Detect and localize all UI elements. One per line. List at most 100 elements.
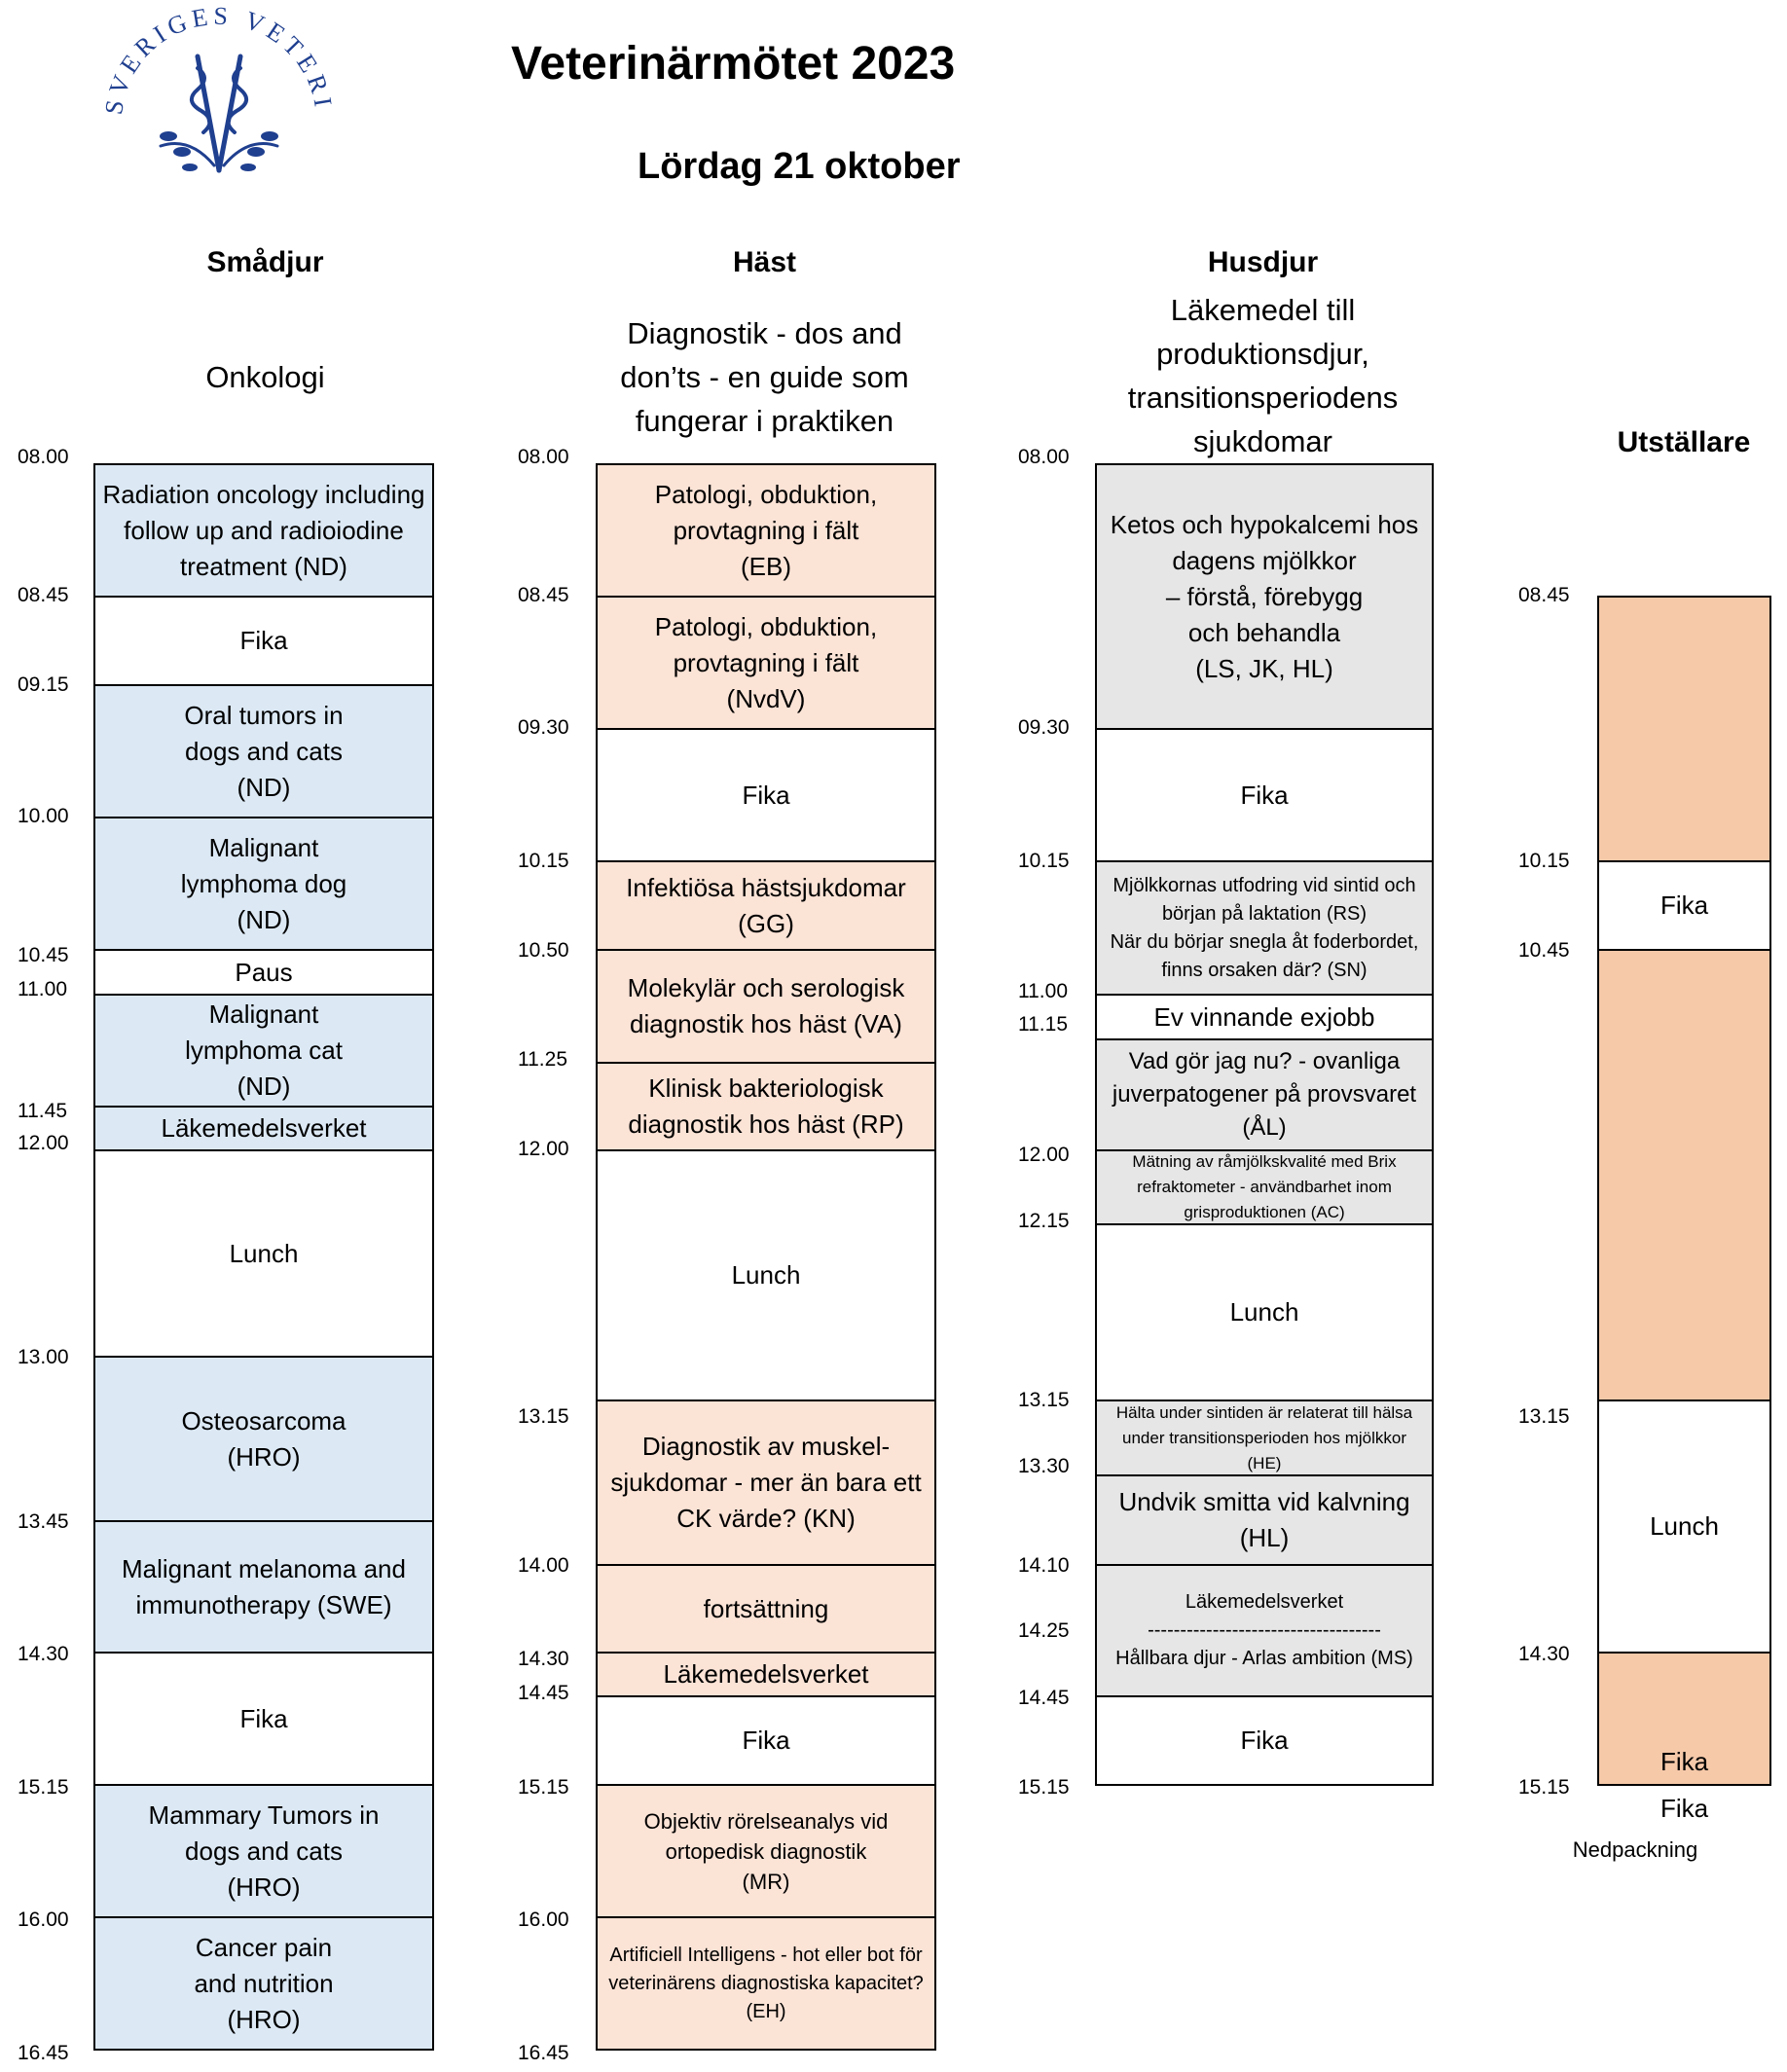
time-label: 13.15: [518, 1405, 569, 1428]
session-block: Malignant lymphoma cat (ND): [93, 994, 434, 1108]
time-label: 11.15: [1018, 1013, 1068, 1036]
time-label: 12.15: [1018, 1210, 1070, 1232]
time-label: 15.15: [1018, 1776, 1070, 1799]
time-label: 10.45: [1518, 939, 1570, 962]
session-block: Lunch: [1095, 1223, 1434, 1401]
time-label: 10.15: [1518, 850, 1570, 872]
session-block: Lunch: [93, 1149, 434, 1358]
time-label: 13.15: [1518, 1405, 1570, 1428]
session-block: Fika: [1597, 1652, 1771, 1786]
time-label: 16.45: [18, 2042, 69, 2064]
col-head-smadjur: Smådjur: [206, 246, 324, 278]
session-block: Infektiösa hästsjukdomar (GG): [596, 860, 936, 951]
session-block: Artificiell Intelligens - hot eller bot …: [596, 1916, 936, 2051]
time-label: 11.00: [1018, 980, 1068, 1002]
svg-text:SVERIGES VETERINÄR FÖRBUND: SVERIGES VETERINÄR FÖRBUND: [92, 0, 338, 117]
time-label: 09.30: [1018, 716, 1070, 739]
col-head-utstallare: Utställare: [1617, 426, 1751, 458]
time-label: 14.45: [1018, 1687, 1070, 1709]
col-topic-husdjur: Läkemedel till produktionsdjur, transiti…: [1127, 293, 1399, 458]
time-label: 14.30: [18, 1643, 69, 1665]
session-block: Fika: [93, 1652, 434, 1786]
session-block: Undvik smitta vid kalvning (HL): [1095, 1474, 1434, 1566]
time-label: 11.00: [18, 978, 67, 1000]
session-block: Oral tumors in dogs and cats (ND): [93, 684, 434, 818]
time-label: 11.25: [518, 1048, 567, 1071]
time-label: 08.45: [518, 584, 569, 606]
time-label: 13.30: [1018, 1455, 1070, 1477]
session-block: Lunch: [1597, 1400, 1771, 1654]
time-label: 16.00: [518, 1908, 569, 1931]
time-label: 08.00: [18, 446, 69, 468]
time-label: 10.15: [1018, 850, 1070, 872]
session-block: [1597, 949, 1771, 1401]
session-block: Fika: [596, 728, 936, 862]
session-block: Mammary Tumors in dogs and cats (HRO): [93, 1784, 434, 1918]
session-block: Läkemedelsverket: [93, 1106, 434, 1151]
session-block: Ev vinnande exjobb: [1095, 994, 1434, 1040]
time-label: 15.15: [1518, 1776, 1570, 1799]
time-label: 14.30: [518, 1648, 569, 1670]
time-label: 10.45: [18, 944, 69, 966]
session-block: [1597, 596, 1771, 862]
time-label: 09.15: [18, 673, 69, 696]
session-block: Radiation oncology including follow up a…: [93, 463, 434, 598]
time-label: 08.45: [1518, 584, 1570, 606]
time-label: 10.50: [518, 939, 569, 962]
col-head-hast: Häst: [732, 246, 797, 278]
session-block: Patologi, obduktion, provtagning i fält …: [596, 463, 936, 598]
session-block: Ketos och hypokalcemi hos dagens mjölkko…: [1095, 463, 1434, 730]
session-block: Malignant lymphoma dog (ND): [93, 817, 434, 951]
utstallare-fika-label: Fika: [1659, 1794, 1709, 1823]
time-label: 13.00: [18, 1346, 69, 1368]
session-block: Fika: [93, 596, 434, 686]
session-block: Fika: [1095, 728, 1434, 862]
time-label: 12.00: [518, 1138, 569, 1160]
session-block: fortsättning: [596, 1564, 936, 1654]
time-label: 14.25: [1018, 1619, 1070, 1642]
time-label: 15.15: [18, 1776, 69, 1799]
session-block: Vad gör jag nu? - ovanliga juverpatogene…: [1095, 1038, 1434, 1151]
time-label: 09.30: [518, 716, 569, 739]
session-block: Patologi, obduktion, provtagning i fält …: [596, 596, 936, 730]
session-block: Paus: [93, 949, 434, 996]
session-block: Läkemedelsverket -----------------------…: [1095, 1564, 1434, 1697]
session-block: Diagnostik av muskel- sjukdomar - mer än…: [596, 1400, 936, 1566]
session-block: Läkemedelsverket: [596, 1652, 936, 1697]
page-title: Veterinärmötet 2023: [511, 38, 956, 90]
col-topic-smadjur: Onkologi: [205, 360, 325, 394]
session-block: Mjölkkornas utfodring vid sintid och bör…: [1095, 860, 1434, 996]
time-label: 13.45: [18, 1510, 69, 1533]
time-label: 11.45: [18, 1100, 67, 1122]
time-label: 10.15: [518, 850, 569, 872]
session-block: Fika: [596, 1695, 936, 1786]
session-block: Molekylär och serologisk diagnostik hos …: [596, 949, 936, 1064]
time-label: 12.00: [1018, 1144, 1070, 1166]
col-head-husdjur: Husdjur: [1207, 246, 1319, 278]
time-label: 14.00: [518, 1554, 569, 1577]
session-block: Osteosarcoma (HRO): [93, 1356, 434, 1522]
session-block: Hälta under sintiden är relaterat till h…: [1095, 1400, 1434, 1476]
session-block: Malignant melanoma and immunotherapy (SW…: [93, 1520, 434, 1654]
time-label: 16.00: [18, 1908, 69, 1931]
time-label: 14.10: [1018, 1554, 1070, 1577]
session-block: Klinisk bakteriologisk diagnostik hos hä…: [596, 1062, 936, 1151]
time-label: 12.00: [18, 1132, 69, 1154]
time-label: 14.30: [1518, 1643, 1570, 1665]
session-block: Fika: [1095, 1695, 1434, 1786]
time-label: 13.15: [1018, 1389, 1070, 1411]
session-block: Fika: [1597, 860, 1771, 951]
time-label: 15.15: [518, 1776, 569, 1799]
time-label: 08.00: [1018, 446, 1070, 468]
logo: SVERIGES VETERINÄR FÖRBUND: [92, 0, 338, 173]
time-label: 08.00: [518, 446, 569, 468]
time-label: 10.00: [18, 805, 69, 827]
session-block: Objektiv rörelseanalys vid ortopedisk di…: [596, 1784, 936, 1918]
time-label: 16.45: [518, 2042, 569, 2064]
session-block: Lunch: [596, 1149, 936, 1401]
nedpackning-label: Nedpackning: [1572, 1837, 1698, 1862]
date-title: Lördag 21 oktober: [638, 146, 961, 187]
session-block: Mätning av råmjölkskvalité med Brix refr…: [1095, 1149, 1434, 1225]
session-block: Cancer pain and nutrition (HRO): [93, 1916, 434, 2051]
col-topic-hast: Diagnostik - dos and don’ts - en guide s…: [620, 316, 909, 438]
